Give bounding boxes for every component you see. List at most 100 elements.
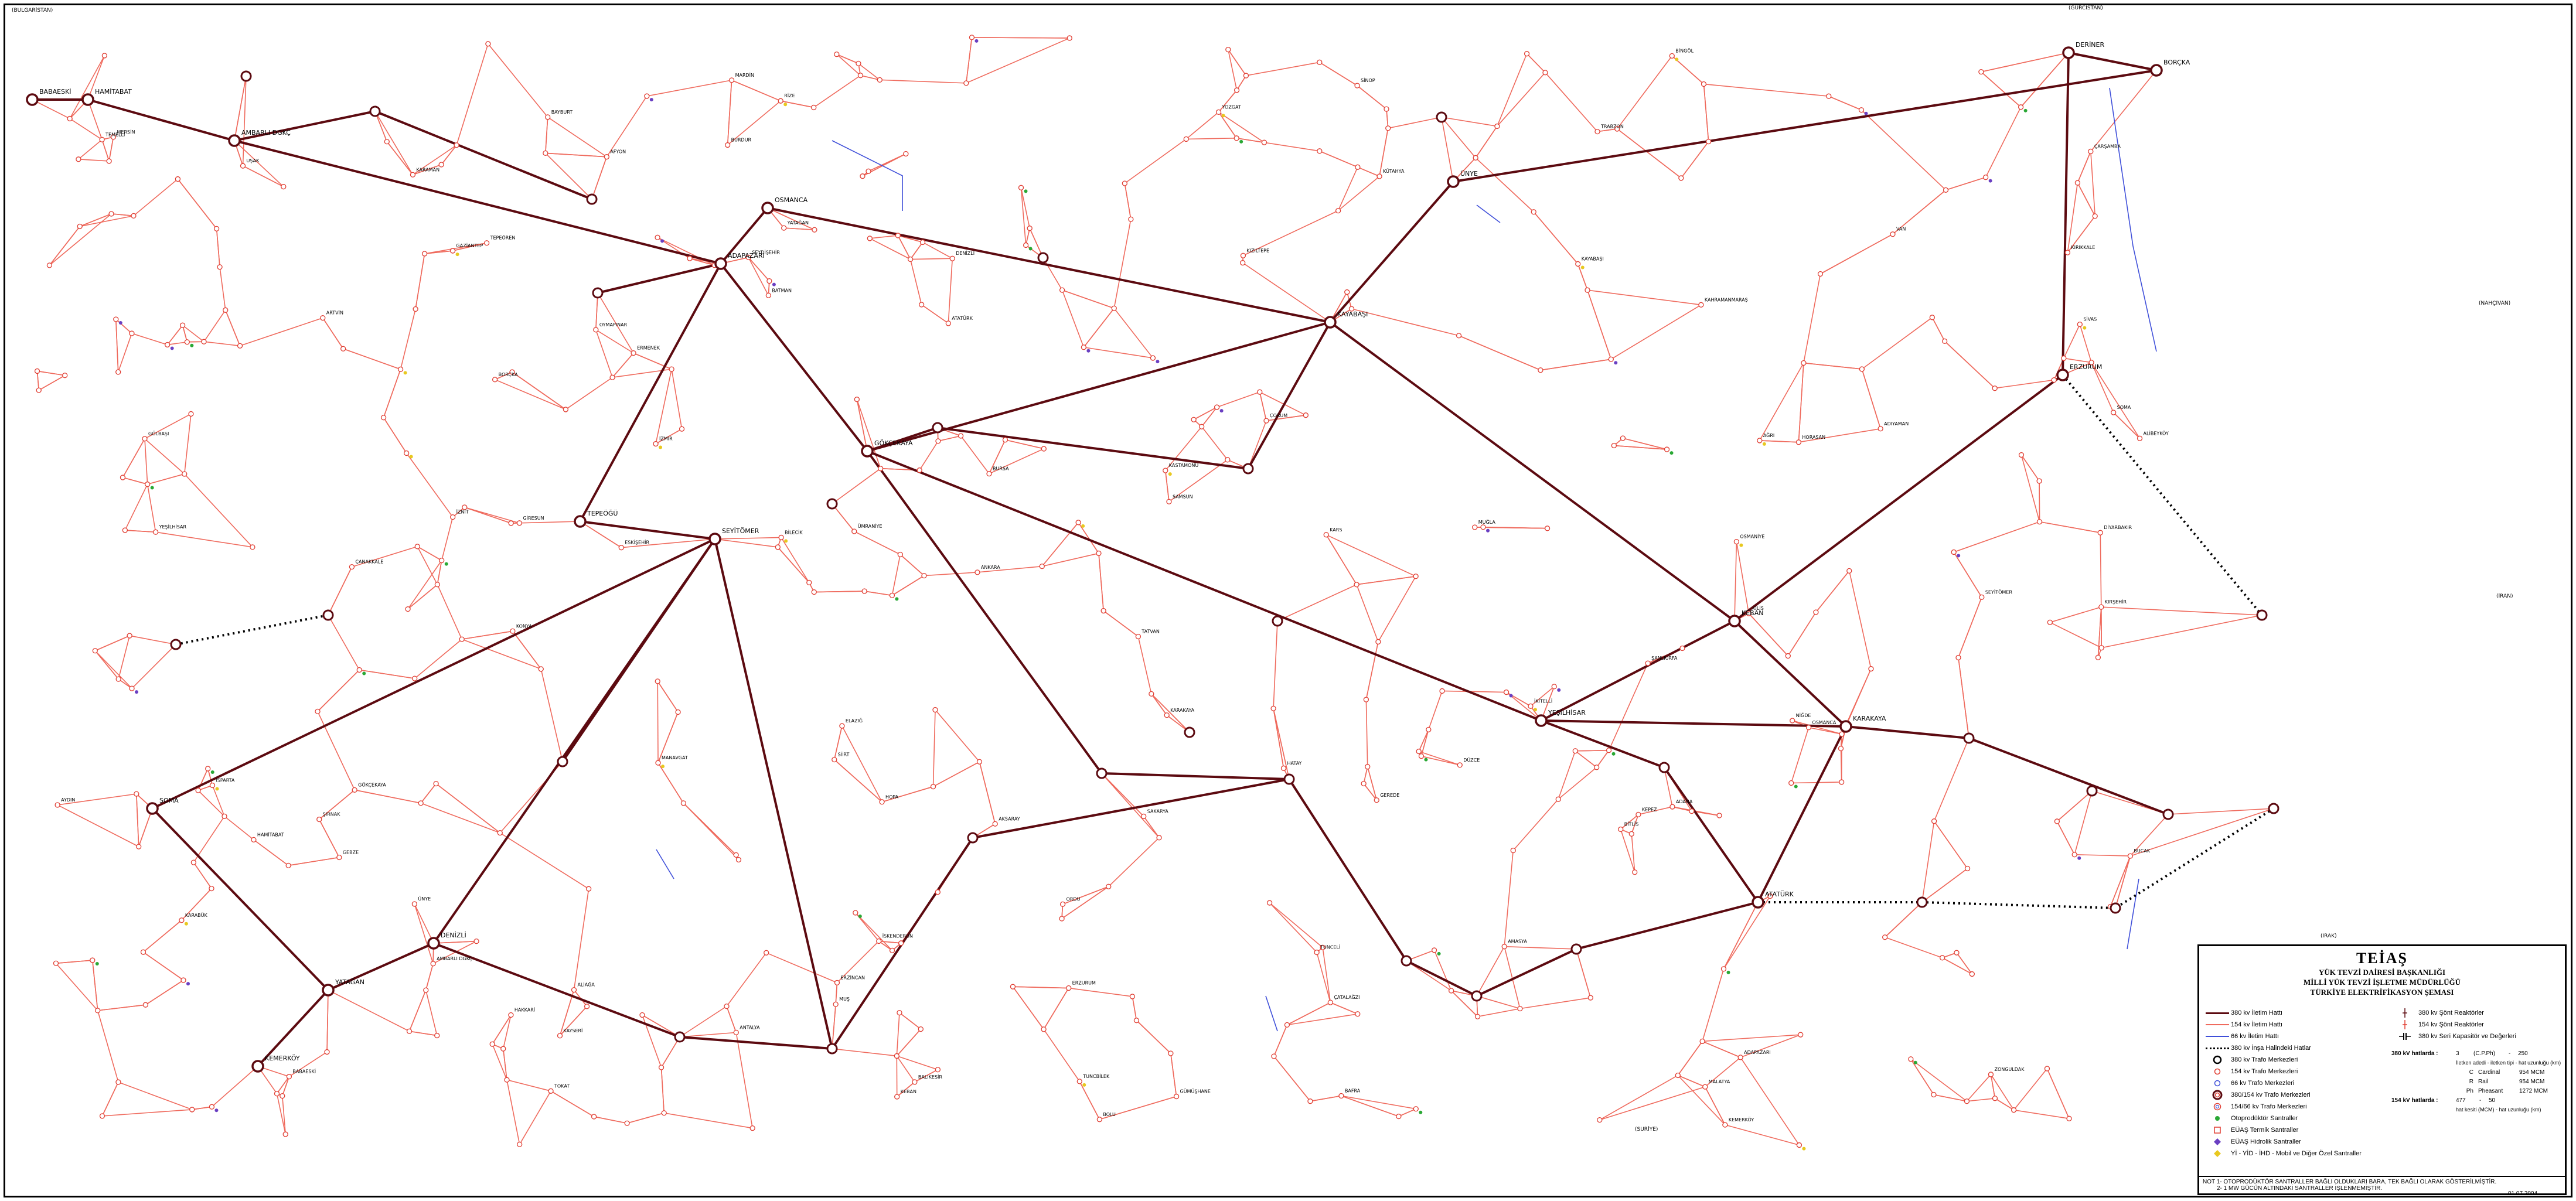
power-plant[interactable] <box>772 282 776 286</box>
substation-154kv[interactable] <box>380 415 387 421</box>
substation-380kv[interactable] <box>1570 943 1582 955</box>
power-plant[interactable] <box>895 597 899 601</box>
power-plant[interactable] <box>660 239 665 243</box>
power-plant[interactable] <box>1219 409 1224 413</box>
substation-154kv[interactable] <box>1669 804 1675 810</box>
substation-154kv[interactable] <box>1954 950 1960 956</box>
substation-154kv[interactable] <box>129 330 135 336</box>
substation-154kv[interactable] <box>115 676 121 682</box>
substation-154kv[interactable] <box>1363 697 1369 702</box>
substation-154kv[interactable] <box>1041 1026 1047 1032</box>
substation-154kv[interactable] <box>930 784 936 790</box>
power-plant[interactable] <box>362 671 366 675</box>
substation-154kv[interactable] <box>1163 468 1168 473</box>
substation-154kv[interactable] <box>2036 478 2042 484</box>
substation-154kv[interactable] <box>2011 1107 2017 1113</box>
substation-154kv[interactable] <box>184 339 190 345</box>
substation-380kv[interactable] <box>1436 111 1447 123</box>
substation-154kv[interactable] <box>1585 287 1590 293</box>
substation-154kv[interactable] <box>1234 135 1239 141</box>
substation-154kv[interactable] <box>1587 995 1593 1001</box>
substation-154kv[interactable] <box>2098 645 2104 651</box>
substation-380kv[interactable] <box>240 70 252 82</box>
substation-154kv[interactable] <box>1141 813 1147 820</box>
substation-154kv[interactable] <box>1376 173 1382 179</box>
substation-154kv[interactable] <box>1215 109 1222 115</box>
substation-154kv[interactable] <box>1524 51 1530 57</box>
substation-154kv[interactable] <box>1191 417 1197 422</box>
substation-380kv[interactable] <box>1658 762 1670 773</box>
substation-154kv[interactable] <box>1528 703 1534 709</box>
substation-154kv[interactable] <box>1698 302 1704 308</box>
substation-154kv[interactable] <box>1722 1122 1728 1128</box>
power-plant[interactable] <box>1794 784 1798 789</box>
substation-154kv[interactable] <box>77 223 83 230</box>
substation-154kv[interactable] <box>516 520 523 526</box>
substation-380kv[interactable] <box>1447 175 1460 188</box>
substation-154kv[interactable] <box>1575 261 1581 267</box>
substation-154kv[interactable] <box>1951 549 1957 555</box>
substation-154kv[interactable] <box>1964 865 1971 872</box>
substation-154kv[interactable] <box>1614 126 1620 132</box>
substation-154kv[interactable] <box>889 947 895 954</box>
substation-154kv[interactable] <box>655 678 660 684</box>
substation-154kv[interactable] <box>1243 73 1249 79</box>
substation-154kv[interactable] <box>285 862 291 869</box>
power-plant[interactable] <box>118 320 122 325</box>
power-plant[interactable] <box>2083 326 2087 330</box>
substation-154kv[interactable] <box>856 60 861 67</box>
substation-154kv[interactable] <box>504 1077 510 1083</box>
substation-154kv[interactable] <box>976 759 983 765</box>
substation-154kv[interactable] <box>1183 136 1189 142</box>
power-plant[interactable] <box>661 765 665 769</box>
substation-154kv[interactable] <box>1992 1096 1998 1101</box>
substation-154kv[interactable] <box>1618 826 1624 832</box>
substation-154kv[interactable] <box>1096 1117 1103 1122</box>
power-plant[interactable] <box>1239 139 1243 144</box>
substation-154kv[interactable] <box>1426 726 1432 733</box>
substation-154kv[interactable] <box>1542 70 1548 76</box>
substation-154kv[interactable] <box>644 93 650 99</box>
substation-154kv[interactable] <box>115 369 121 375</box>
substation-154kv[interactable] <box>195 787 201 793</box>
substation-154kv[interactable] <box>2127 853 2134 859</box>
substation-154kv[interactable] <box>205 766 211 772</box>
substation-154kv[interactable] <box>1150 355 1156 361</box>
substation-380kv[interactable] <box>592 287 604 299</box>
substation-154kv[interactable] <box>1335 207 1341 214</box>
substation-380kv[interactable] <box>2086 785 2098 797</box>
substation-154kv[interactable] <box>935 438 941 444</box>
substation-154kv[interactable] <box>46 262 53 268</box>
substation-154kv[interactable] <box>449 248 456 254</box>
substation-380kv[interactable] <box>861 445 874 458</box>
substation-154kv[interactable] <box>1501 944 1507 950</box>
substation-154kv[interactable] <box>733 852 739 858</box>
substation-154kv[interactable] <box>1375 639 1381 645</box>
substation-154kv[interactable] <box>1785 653 1791 659</box>
substation-154kv[interactable] <box>853 910 858 916</box>
substation-154kv[interactable] <box>454 142 459 148</box>
substation-154kv[interactable] <box>1344 289 1350 295</box>
substation-154kv[interactable] <box>1826 93 1832 99</box>
substation-154kv[interactable] <box>538 666 544 672</box>
power-plant[interactable] <box>1762 442 1766 446</box>
substation-154kv[interactable] <box>1156 835 1162 841</box>
substation-154kv[interactable] <box>145 481 151 487</box>
substation-154kv[interactable] <box>894 1053 899 1059</box>
substation-380kv[interactable] <box>427 937 440 950</box>
substation-154kv[interactable] <box>2110 410 2117 415</box>
substation-154kv[interactable] <box>179 917 185 923</box>
power-plant[interactable] <box>1580 265 1585 269</box>
substation-154kv[interactable] <box>918 1026 924 1032</box>
substation-154kv[interactable] <box>1307 1098 1313 1104</box>
substation-154kv[interactable] <box>2061 355 2067 361</box>
substation-154kv[interactable] <box>661 1110 667 1116</box>
substation-154kv[interactable] <box>834 980 840 985</box>
substation-154kv[interactable] <box>95 1008 101 1014</box>
substation-154kv[interactable] <box>1597 1117 1603 1123</box>
substation-154kv[interactable] <box>201 339 207 344</box>
substation-154kv[interactable] <box>1635 811 1641 818</box>
substation-154kv[interactable] <box>811 104 817 111</box>
substation-154kv[interactable] <box>935 889 941 895</box>
